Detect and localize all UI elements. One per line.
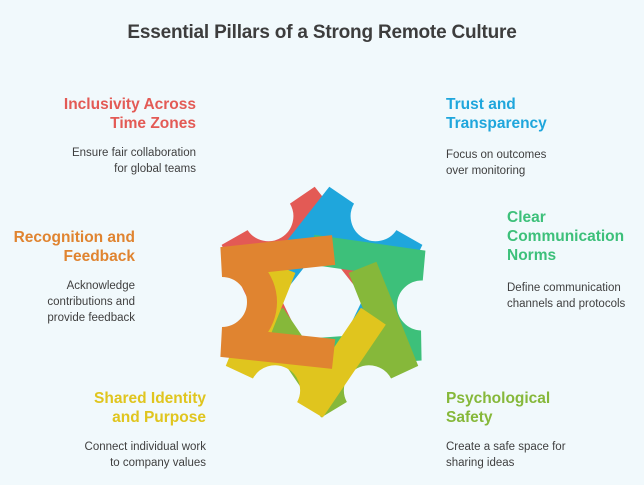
pillar-description: Acknowledge contributions and provide fe… — [0, 278, 135, 326]
pillar-description: Ensure fair collaboration for global tea… — [0, 145, 196, 177]
description-line: Focus on outcomes — [446, 149, 547, 161]
description-line: over monitoring — [446, 165, 526, 177]
heading-line: Time Zones — [110, 115, 196, 132]
pillar-description: Create a safe space for sharing ideas — [446, 439, 644, 471]
description-line: to company values — [110, 457, 206, 469]
description-line: contributions and — [47, 296, 135, 308]
pillar-communication: Clear Communication Norms Define communi… — [507, 208, 644, 312]
description-line: provide feedback — [47, 312, 135, 324]
heading-line: Communication — [507, 228, 625, 245]
pillar-description: Connect individual work to company value… — [6, 439, 206, 471]
heading-line: Norms — [507, 247, 557, 264]
loop-recognition — [220, 235, 336, 369]
pillar-inclusivity: Inclusivity Across Time Zones Ensure fai… — [0, 95, 196, 177]
pillar-description: Define communication channels and protoc… — [507, 280, 644, 312]
pillar-identity: Shared Identity and Purpose Connect indi… — [6, 389, 206, 471]
description-line: Ensure fair collaboration — [71, 147, 196, 159]
heading-line: Inclusivity Across — [63, 96, 196, 113]
heading-line: Clear — [507, 209, 546, 226]
description-line: Define communication — [507, 282, 621, 294]
pillar-heading: Trust and Transparency — [446, 95, 644, 133]
description-line: for global teams — [114, 163, 196, 175]
description-line: Connect individual work — [84, 441, 206, 453]
pillar-trust: Trust and Transparency Focus on outcomes… — [446, 95, 644, 179]
pillar-heading: Inclusivity Across Time Zones — [0, 95, 196, 133]
description-line: Acknowledge — [66, 280, 135, 292]
heading-line: Recognition and — [13, 229, 135, 246]
pillar-heading: Shared Identity and Purpose — [6, 389, 206, 427]
pillar-recognition: Recognition and Feedback Acknowledge con… — [0, 228, 135, 326]
pillar-heading: Psychological Safety — [446, 389, 644, 427]
heading-line: Shared Identity — [94, 390, 206, 407]
description-line: Create a safe space for — [446, 441, 566, 453]
heading-line: Safety — [446, 409, 493, 426]
description-line: channels and protocols — [507, 298, 626, 310]
pillar-safety: Psychological Safety Create a safe space… — [446, 389, 644, 471]
heading-line: and Purpose — [112, 409, 206, 426]
diagram-title: Essential Pillars of a Strong Remote Cul… — [127, 22, 517, 43]
heading-line: Psychological — [446, 390, 551, 407]
heading-line: Trust and — [446, 96, 516, 113]
heading-line: Feedback — [63, 248, 135, 265]
description-line: sharing ideas — [446, 457, 515, 469]
heading-line: Transparency — [446, 115, 547, 132]
pillar-description: Focus on outcomes over monitoring — [446, 147, 644, 179]
pillar-heading: Recognition and Feedback — [0, 228, 135, 266]
pillar-heading: Clear Communication Norms — [507, 208, 644, 265]
